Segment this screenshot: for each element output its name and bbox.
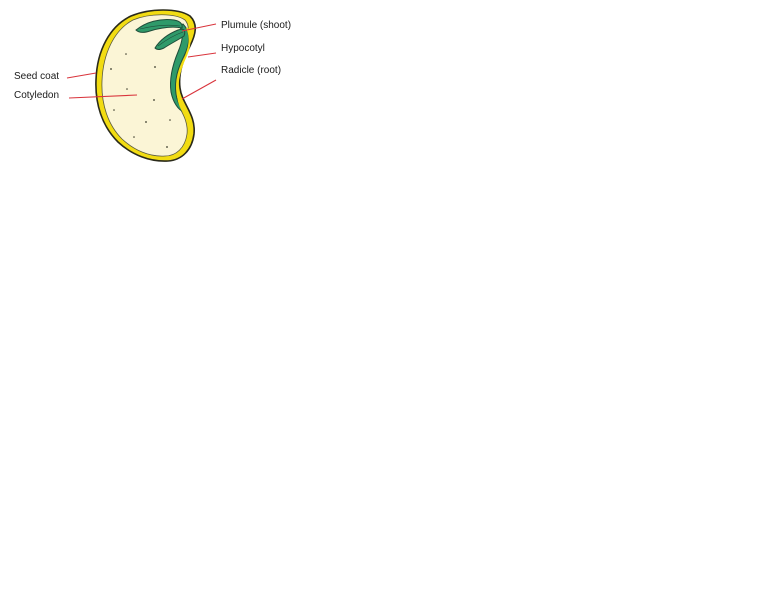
label-plumule: Plumule (shoot) — [221, 20, 292, 31]
leader-line-radicle — [181, 79, 217, 100]
leader-line-hypocotyl — [187, 52, 217, 58]
label-seed-coat: Seed coat — [14, 71, 60, 82]
leader-line-seed-coat — [66, 72, 97, 79]
cotyledon-shape — [101, 14, 189, 157]
label-radicle: Radicle (root) — [221, 65, 282, 76]
embryo-yellow-strip — [176, 27, 191, 115]
leader-line-plumule — [181, 23, 217, 32]
leader-line-cotyledon — [68, 94, 138, 99]
cotyledon-dots — [110, 53, 171, 148]
plumule-leaf-veins — [139, 24, 184, 47]
label-hypocotyl: Hypocotyl — [221, 43, 265, 54]
label-cotyledon: Cotyledon — [14, 90, 60, 101]
plumule-leaf-left — [135, 19, 183, 33]
